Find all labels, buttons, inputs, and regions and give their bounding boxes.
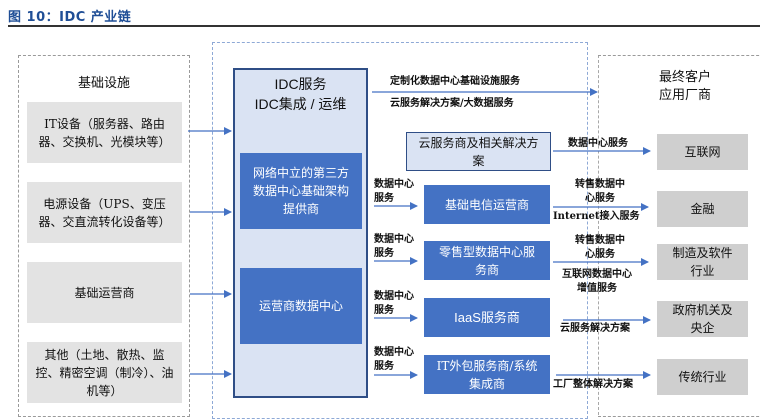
link-label-telecom-below: Internet接入服务 [553,211,640,222]
link-label-text: 数据中心服务 [374,347,414,372]
link-label-text: 互联网数据中心增值服务 [562,269,632,294]
customer-header: 最终客户 应用厂商 [640,69,730,105]
customer-header-line1: 最终客户 [658,70,711,85]
link-label-retail-below: 互联网数据中心增值服务 [562,268,632,296]
link-label-telecom-above: 转售数据中心服务 [575,178,625,206]
intermediary-it-outsourcing: IT外包服务商/系统集成商 [424,355,550,394]
intermediary-telecom-operator: 基础电信运营商 [424,185,550,224]
link-label-text: 数据中心服务 [374,179,414,204]
infra-item-label: 电源设备（UPS、变压器、交直流转化设备等） [38,196,171,229]
data-center-service-label: 数据中心服务 [374,290,416,318]
link-label-iaas-below: 云服务解决方案 [560,323,630,334]
idc-provider-operator: 运营商数据中心 [240,268,362,344]
link-label-text: 转售数据中心服务 [575,179,625,204]
infrastructure-header: 基础设施 [77,76,130,91]
link-label-it-below: 工厂整体解决方案 [553,379,633,390]
customer-label: 传统行业 [678,370,727,384]
idc-provider-label: 网络中立的第三方数据中心基础架构提供商 [252,166,349,216]
infra-item-other: 其他（土地、散热、监控、精密空调（制冷）、油机等） [27,342,182,403]
idc-service-title: IDC服务 IDC集成 / 运维 [233,74,368,114]
customer-label: 互联网 [684,145,721,159]
customer-government-soe: 政府机关及央企 [657,301,748,337]
intermediary-label: IT外包服务商/系统集成商 [436,358,538,391]
data-center-service-label: 数据中心服务 [374,346,416,374]
customer-label: 制造及软件行业 [672,246,733,278]
title-divider [8,25,760,27]
customer-finance: 金融 [657,191,748,227]
infra-item-label: 基础运营商 [74,285,135,300]
idc-service-title-line2: IDC集成 / 运维 [254,96,347,112]
customer-header-line2: 应用厂商 [658,88,711,103]
infra-item-basic-operator: 基础运营商 [27,262,182,323]
customer-group-left-edge [598,55,599,415]
idc-provider-neutral: 网络中立的第三方数据中心基础架构提供商 [240,153,362,229]
infra-item-label: 其他（土地、散热、监控、精密空调（制冷）、油机等） [35,347,174,398]
customer-manufacturing-software: 制造及软件行业 [657,244,748,280]
link-label-text: 转售数据中心服务 [575,235,625,260]
infra-item-power-equipment: 电源设备（UPS、变压器、交直流转化设备等） [27,182,182,243]
intermediary-label: 基础电信运营商 [444,197,529,212]
idc-provider-label: 运营商数据中心 [258,299,343,313]
customer-label: 金融 [690,202,715,216]
data-center-service-label: 数据中心服务 [374,233,416,261]
figure-title: 图 10：IDC 产业链 [8,10,132,25]
idc-service-title-line1: IDC服务 [274,76,327,92]
top-link-label-above: 定制化数据中心基础设施服务 [390,76,520,87]
intermediary-label: 零售型数据中心服务商 [438,244,535,277]
link-label-cloud-to-internet: 数据中心服务 [568,138,628,149]
customer-traditional-industry: 传统行业 [657,359,748,395]
cloud-provider-box: 云服务商及相关解决方案 [406,132,551,171]
data-center-service-label: 数据中心服务 [374,178,416,206]
top-link-label-below: 云服务解决方案/大数据服务 [390,98,514,109]
infra-item-label: IT设备（服务器、路由器、交换机、光模块等） [38,116,171,149]
customer-label: 政府机关及央企 [672,303,733,335]
cloud-provider-label: 云服务商及相关解决方案 [418,135,539,168]
infra-item-it-equipment: IT设备（服务器、路由器、交换机、光模块等） [27,102,182,163]
link-label-retail-above: 转售数据中心服务 [575,234,625,262]
customer-internet: 互联网 [657,134,748,170]
intermediary-label: IaaS服务商 [454,309,520,325]
intermediary-retail-dc: 零售型数据中心服务商 [424,241,550,280]
intermediary-iaas: IaaS服务商 [424,298,550,337]
link-label-text: 数据中心服务 [374,291,414,316]
link-label-text: 数据中心服务 [374,234,414,259]
